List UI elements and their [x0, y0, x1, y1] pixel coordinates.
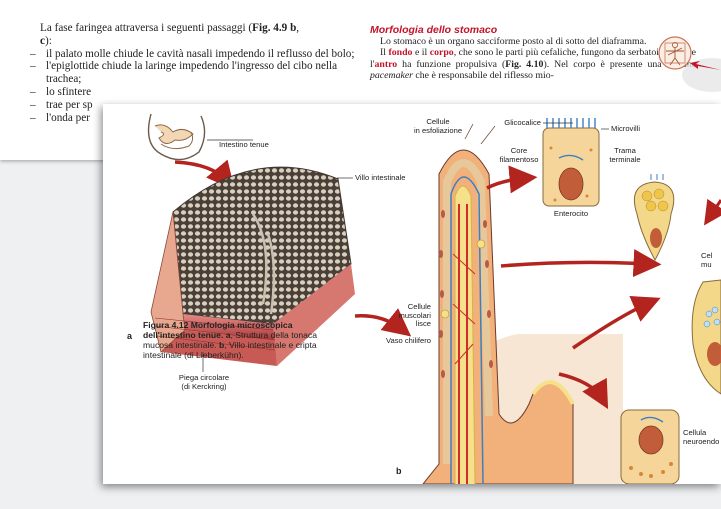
- label-trama-terminale: Trama terminale: [603, 147, 647, 164]
- label-microvilli: Microvilli: [611, 125, 640, 134]
- label-vaso-chilifero: Vaso chilifero: [367, 337, 431, 346]
- list-item: l'epiglottide chiude la laringe impedend…: [30, 60, 360, 86]
- section-heading: Morfologia dello stomaco: [370, 24, 696, 36]
- label-intestino-tenue: Intestino tenue: [219, 141, 269, 150]
- label-cellule-esfoliazione: Cellule in esfoliazione: [409, 118, 467, 135]
- panel-label-a: a: [127, 331, 132, 341]
- list-item: lo sfintere: [30, 86, 360, 99]
- paragraph: Il fondo e il corpo, che sono le parti p…: [370, 47, 696, 81]
- label-core-filamentoso: Core filamentoso: [495, 147, 543, 164]
- term-corpo: corpo: [430, 47, 454, 58]
- label-cellule-muscolari-lisce: Cellule muscolari lisce: [379, 303, 431, 329]
- list-item: il palato molle chiude le cavità nasali …: [30, 48, 360, 61]
- enterocyte-cell: [543, 118, 599, 206]
- term-antro: antro: [375, 59, 398, 70]
- figure-caption: Figura 4.12 Morfologia microscopica dell…: [143, 320, 331, 360]
- panel-label-b: b: [396, 466, 402, 476]
- term-fondo: fondo: [388, 47, 412, 58]
- label-piega-circolare: Piega circolare (di Kerckring): [167, 374, 241, 391]
- partial-cell: [692, 280, 721, 394]
- figure-intestine-morphology: Intestino tenue Villo intestinale Piega …: [103, 104, 721, 484]
- label-cellula-neuroendocrina: Cellula neuroendo: [683, 429, 719, 446]
- label-cellule-caliciformi: Cel mu: [701, 252, 712, 269]
- label-glicocalice: Glicocalice: [501, 119, 541, 128]
- small-intestine-sketch: [149, 114, 205, 160]
- figure-reference: Fig. 4.9 b: [252, 22, 296, 34]
- paragraph: Lo stomaco è un organo sacciforme posto …: [370, 36, 696, 47]
- intro-paragraph: La fase faringea attraversa i seguenti p…: [40, 22, 360, 48]
- neuroendocrine-cell: [621, 410, 679, 484]
- right-column: Morfologia dello stomaco Lo stomaco è un…: [370, 24, 696, 82]
- label-villo-intestinale: Villo intestinale: [355, 174, 406, 183]
- figure-reference: Fig. 4.10: [505, 59, 543, 70]
- pointer-arrow-icon: [690, 60, 721, 74]
- goblet-cell: [634, 174, 673, 260]
- label-enterocito: Enterocito: [547, 210, 595, 219]
